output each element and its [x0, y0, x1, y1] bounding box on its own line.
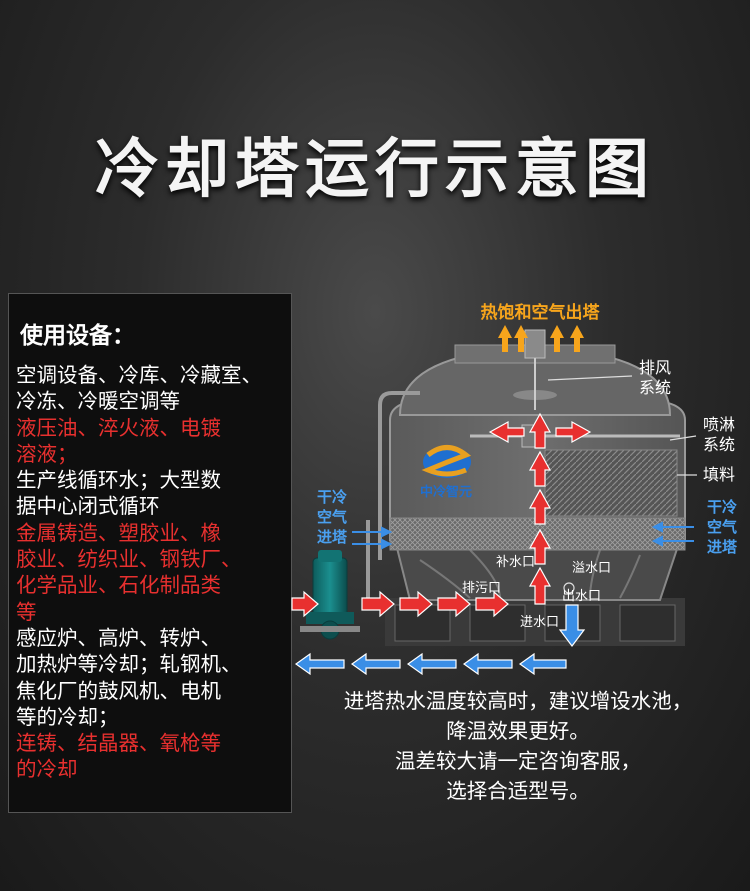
usage-line: 生产线循环水；大型数 [16, 468, 221, 493]
left-air-label-2: 空气 [317, 508, 347, 526]
page-title: 冷却塔运行示意图 [95, 133, 655, 207]
usage-line: 空调设备、冷库、冷藏室、 [16, 363, 262, 387]
usage-line: 焦化厂的鼓风机、电机 [16, 678, 221, 703]
fill-label: 填料 [703, 465, 735, 484]
makeup-water-label: 补水口 [496, 555, 535, 570]
overflow-label: 溢水口 [572, 561, 611, 576]
usage-line: 的冷却 [16, 757, 78, 782]
cold-water-return-arrows [294, 652, 567, 676]
usage-line: 加热炉等冷却；轧钢机、 [16, 652, 242, 677]
fan-system-label-2: 系统 [639, 378, 671, 397]
hot-air-out-label: 热饱和空气出塔 [481, 302, 601, 323]
cold-water-outlet-arrow [558, 604, 586, 647]
spray-system-label-2: 系统 [703, 435, 735, 454]
drain-label: 排污口 [462, 581, 501, 596]
usage-line: 等 [16, 599, 37, 624]
usage-panel [8, 293, 292, 813]
usage-line: 感应炉、高炉、转炉、 [16, 625, 221, 650]
right-air-label-1: 干冷 [707, 498, 737, 516]
left-air-label-1: 干冷 [317, 488, 347, 506]
inlet-label: 进水口 [520, 615, 559, 630]
usage-line: 胶业、纺织业、钢铁厂、 [16, 547, 242, 572]
usage-line: 据中心闭式循环 [16, 494, 160, 519]
spray-system-label-1: 喷淋 [703, 415, 735, 434]
usage-line: 化学品业、石化制品类 [16, 573, 221, 598]
usage-line: 金属铸造、塑胶业、橡 [16, 520, 221, 545]
fan-system-label-1: 排风 [639, 358, 671, 377]
feed-pipe [378, 391, 420, 560]
fill-packing [544, 449, 678, 517]
note-line-2: 降温效果更好。 [446, 719, 590, 743]
brand-logo [421, 445, 472, 478]
logo-text: 中冷智元 [420, 484, 472, 500]
note-line-1: 进塔热水温度较高时，建议增设水池， [343, 689, 693, 713]
outlet-label: 出水口 [562, 589, 601, 604]
left-air-label-3: 进塔 [317, 528, 348, 546]
usage-line: 溶液； [16, 441, 78, 466]
usage-list: 空调设备、冷库、冷藏室、冷冻、冷暖空调等液压油、淬火液、电镀溶液；生产线循环水；… [16, 362, 288, 783]
usage-line: 冷冻、冷暖空调等 [16, 389, 180, 414]
recommendation-note: 进塔热水温度较高时，建议增设水池， 降温效果更好。 温差较大请一定咨询客服， 选… [298, 686, 738, 806]
usage-line: 连铸、结晶器、氧枪等 [16, 731, 221, 756]
hot-air-arrows [498, 325, 584, 352]
right-air-label-3: 进塔 [707, 538, 738, 556]
hot-water-inlet-arrows [291, 590, 509, 618]
usage-heading: 使用设备： [20, 323, 135, 349]
hot-water-flow-arrows [488, 412, 592, 605]
right-air-label-2: 空气 [707, 518, 737, 536]
leader-lines [547, 375, 697, 476]
usage-line: 等的冷却； [16, 704, 119, 729]
usage-line: 液压油、淬火液、电镀 [16, 415, 221, 440]
note-line-4: 选择合适型号。 [446, 779, 590, 803]
pump [300, 550, 360, 640]
dry-air-arrows [352, 521, 694, 550]
note-line-3: 温差较大请一定咨询客服， [395, 749, 641, 773]
